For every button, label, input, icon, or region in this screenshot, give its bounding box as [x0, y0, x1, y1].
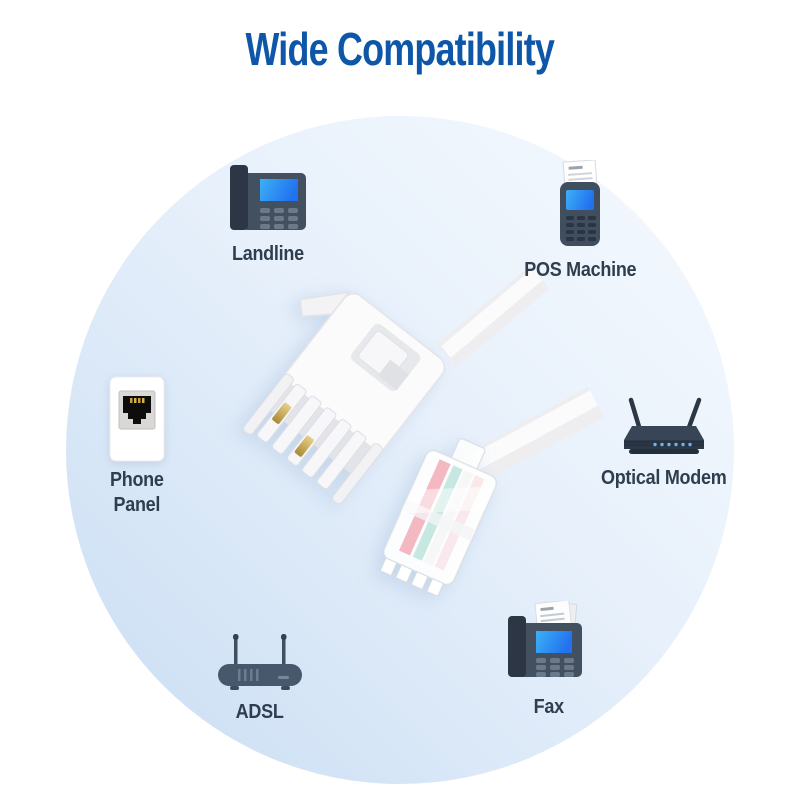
pos-terminal-icon — [560, 160, 600, 246]
item-label-pos-machine: POS Machine — [523, 259, 637, 281]
item-label-adsl: ADSL — [236, 701, 284, 723]
item-label-fax: Fax — [533, 696, 565, 718]
item-label-phone-panel: Phone Panel — [110, 469, 164, 516]
item-phone-panel: Phone Panel — [67, 376, 207, 518]
adsl-modem-icon — [218, 634, 302, 690]
wifi-router-icon — [624, 397, 704, 454]
landline-phone-icon — [230, 165, 306, 230]
item-pos-machine: POS Machine — [505, 160, 655, 283]
page-title: Wide Compatibility — [0, 22, 800, 76]
phone-wall-jack-icon — [109, 376, 165, 462]
item-adsl: ADSL — [190, 632, 330, 725]
item-fax: Fax — [479, 601, 619, 720]
item-landline: Landline — [198, 164, 338, 267]
page-title-text: Wide Compatibility — [245, 23, 555, 75]
item-label-optical-modem: Optical Modem — [601, 467, 727, 489]
fax-machine-icon — [508, 601, 582, 677]
item-label-landline: Landline — [232, 243, 304, 265]
item-optical-modem: Optical Modem — [589, 396, 739, 491]
